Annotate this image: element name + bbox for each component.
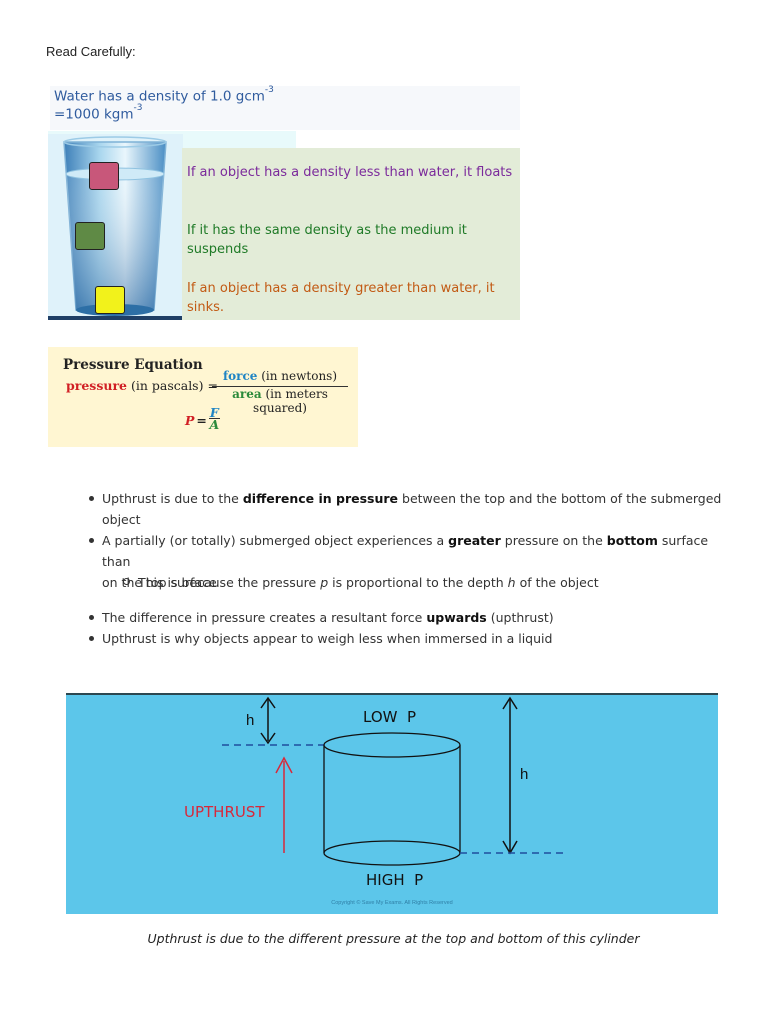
symbol-f: F (208, 405, 220, 420)
label-upthrust: UPTHRUST (184, 803, 265, 821)
symbol-equals: = (196, 413, 207, 428)
bullet-upthrust-cause: Upthrust is due to the difference in pre… (102, 488, 722, 530)
upthrust-arrowhead (275, 756, 293, 774)
bullet-text: is proportional to the depth (328, 575, 508, 590)
water-density-si-line: =1000 kgm-3 (54, 103, 143, 123)
depth-arrowhead-right-top (502, 696, 518, 710)
depth-arrowhead-bottom (260, 732, 276, 745)
pressure-equation-title: Pressure Equation (63, 357, 203, 373)
density-rules-panel (182, 148, 520, 320)
bullet-bold: bottom (606, 533, 658, 548)
symbol-p: P (185, 413, 195, 428)
bullet-text: of the object (515, 575, 599, 590)
bullet-resultant-force: The difference in pressure creates a res… (102, 607, 722, 628)
area-word: area (232, 387, 262, 401)
bullet-bold: upwards (426, 610, 487, 625)
bullet-text: on the top surface (102, 575, 217, 590)
bullet-text: pressure on the (500, 533, 607, 548)
label-high-p: HIGH P (366, 871, 423, 889)
bullet-text: between the top and the bottom of the su… (398, 491, 722, 506)
density-exponent-1: -3 (264, 85, 274, 95)
pressure-word: pressure (66, 378, 127, 393)
depth-arrowhead-top (260, 696, 276, 709)
sub-bullet-circle (123, 578, 130, 585)
bullet-text: object (102, 512, 141, 527)
bullet-dot (89, 615, 94, 620)
pressure-denominator: area (in meters squared) (210, 387, 350, 415)
cylinder-top-face (323, 732, 461, 758)
bullet-text: This is because the pressure (138, 575, 321, 590)
upthrust-cylinder-diagram: h LOW P h UPTHRUST HIGH P Copyright © Sa… (66, 693, 718, 914)
bullet-italic: h (507, 575, 516, 590)
sinking-cube (95, 286, 125, 314)
floating-cube (89, 162, 119, 190)
bullet-greater-pressure: A partially (or totally) submerged objec… (102, 530, 732, 593)
bullet-bold: difference in pressure (242, 491, 399, 506)
rule-suspends: If it has the same density as the medium… (187, 223, 467, 257)
bullet-text: Upthrust is due to the (102, 491, 243, 506)
bullet-text: (upthrust) (486, 610, 554, 625)
label-h-right: h (520, 766, 528, 783)
diagram-caption: Upthrust is due to the different pressur… (147, 931, 640, 946)
bullet-weigh-less: Upthrust is why objects appear to weigh … (102, 631, 553, 646)
bullet-text: surface than (102, 533, 709, 569)
rule-sinks: If an object has a density greater than … (187, 281, 495, 315)
bullet-dot (89, 636, 94, 641)
density-header-panel (50, 86, 520, 130)
bullet-text: A partially (or totally) submerged objec… (102, 533, 449, 548)
water-background (66, 693, 718, 914)
density-exponent-2: -3 (133, 103, 143, 113)
rule-floats: If an object has a density less than wat… (187, 165, 513, 180)
force-unit: (in newtons) (261, 369, 338, 383)
page-heading: Read Carefully: (46, 44, 136, 59)
pressure-numerator: force (in newtons) (210, 369, 350, 383)
bullet-bold: greater (448, 533, 501, 548)
label-h-left: h (246, 712, 254, 729)
copyright-text: Copyright © Save My Exams. All Rights Re… (331, 899, 452, 906)
symbol-a: A (209, 417, 220, 432)
bullet-italic: p (320, 575, 329, 590)
bullet-text: The difference in pressure creates a res… (102, 610, 427, 625)
area-unit: (in meters squared) (253, 387, 328, 415)
sub-bullet-proportional: This is because the pressure p is propor… (138, 572, 718, 593)
density-text-1: Water has a density of 1.0 gcm (54, 88, 265, 105)
bullet-dot (89, 496, 94, 501)
suspended-cube (75, 222, 105, 250)
pressure-equation-lhs: pressure (in pascals) = (66, 378, 218, 393)
pressure-equation-box (48, 347, 358, 447)
label-low-p: LOW P (363, 708, 416, 726)
force-word: force (222, 369, 258, 383)
pressure-unit: (in pascals) = (130, 378, 218, 393)
density-text-2: =1000 kgm (54, 106, 134, 123)
fraction-line (212, 386, 348, 387)
bullet-dot (89, 538, 94, 543)
water-density-line: Water has a density of 1.0 gcm-3 (54, 85, 274, 105)
